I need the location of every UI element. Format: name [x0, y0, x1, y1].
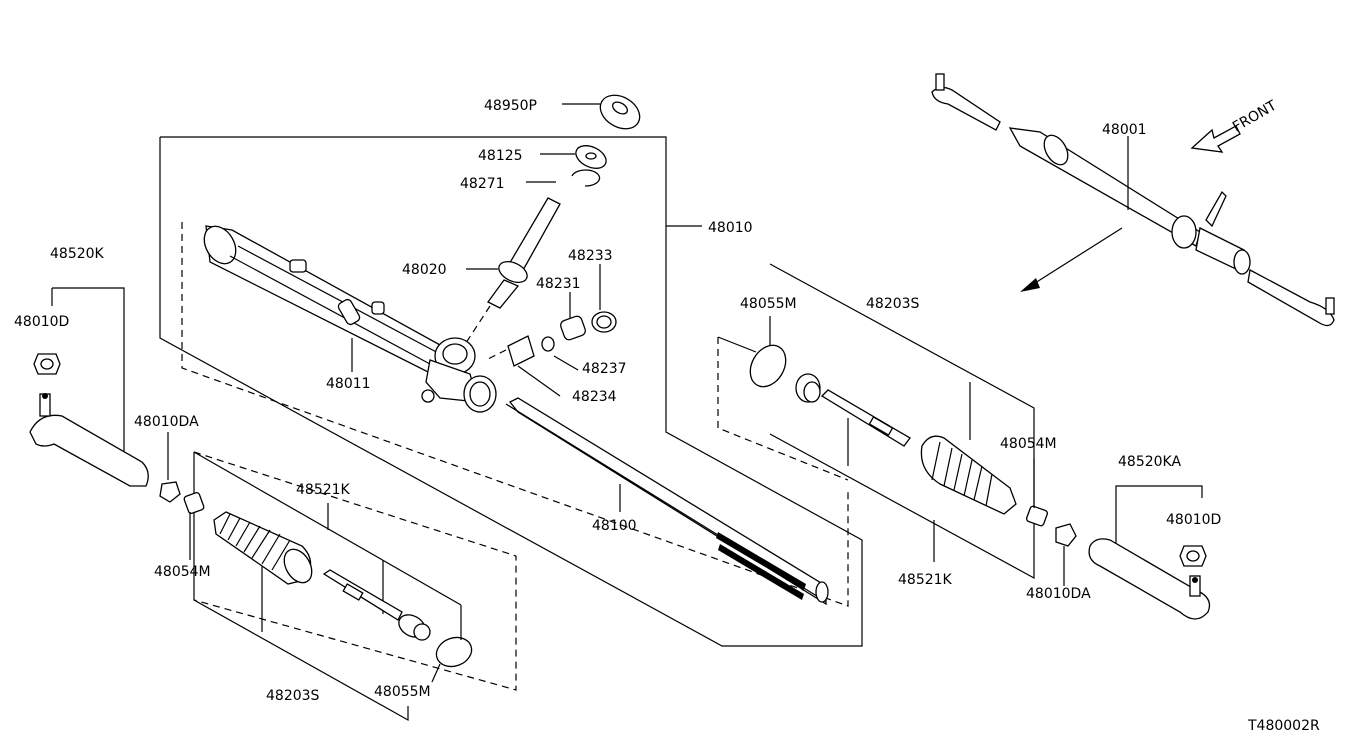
label-48055M-left: 48055M [374, 684, 431, 700]
left-kit-frames [193, 451, 517, 722]
label-48237: 48237 [582, 361, 627, 377]
snap-ring-48271 [526, 169, 601, 187]
label-48233: 48233 [568, 248, 613, 264]
label-48010: 48010 [708, 220, 753, 236]
seal-48125 [540, 145, 607, 169]
dust-cover-48950P [562, 94, 641, 130]
left-small-parts [159, 432, 205, 560]
label-48520K: 48520K [50, 246, 105, 262]
part-labels: 48950P 48125 48271 48010 48020 48233 482… [14, 98, 1320, 734]
front-arrow: FRONT [1190, 97, 1280, 153]
label-48231: 48231 [536, 276, 581, 292]
housing-dashed-frame [181, 222, 849, 607]
label-48125: 48125 [478, 148, 523, 164]
tie-rod-end-right-48520KA [1088, 485, 1211, 620]
assembly-bracket-48010 [159, 136, 863, 647]
label-48234: 48234 [572, 389, 617, 405]
pinion-shaft-48020 [459, 197, 561, 353]
label-48010DA-right: 48010DA [1026, 586, 1091, 602]
rack-48100 [505, 397, 829, 606]
boot-left [213, 511, 313, 585]
label-48054M-left: 48054M [154, 564, 211, 580]
label-48055M-right: 48055M [740, 296, 797, 312]
label-48100: 48100 [592, 518, 637, 534]
label-48010D-left: 48010D [14, 314, 69, 330]
band-right-48055M [749, 344, 787, 388]
label-48521K-left: 48521K [296, 482, 351, 498]
label-48521K-right: 48521K [898, 572, 953, 588]
label-48011: 48011 [326, 376, 371, 392]
diagram-code: T480002R [1247, 718, 1320, 734]
label-48001: 48001 [1102, 122, 1147, 138]
label-48020: 48020 [402, 262, 447, 278]
label-48010DA-left: 48010DA [134, 414, 199, 430]
tie-rod-end-left-48520K [29, 287, 149, 487]
gear-housing-48011 [203, 225, 497, 413]
label-48950P: 48950P [484, 98, 537, 114]
label-48203S-right: 48203S [866, 296, 920, 312]
rack-teeth [716, 532, 806, 600]
label-48271: 48271 [460, 176, 505, 192]
inner-tie-rod-right [795, 373, 911, 447]
direction-arrow [1020, 227, 1123, 292]
assembly-inset-48001 [931, 73, 1335, 327]
boot-right [920, 435, 1017, 515]
label-48010D-right: 48010D [1166, 512, 1221, 528]
label-48520KA: 48520KA [1118, 454, 1181, 470]
inner-tie-rod-left [322, 569, 431, 641]
label-48203S-left: 48203S [266, 688, 320, 704]
label-48054M-right: 48054M [1000, 436, 1057, 452]
retainer-parts [485, 264, 617, 397]
band-left-48055M [431, 636, 473, 683]
front-label: FRONT [1230, 97, 1280, 135]
right-small-parts [1026, 458, 1077, 586]
